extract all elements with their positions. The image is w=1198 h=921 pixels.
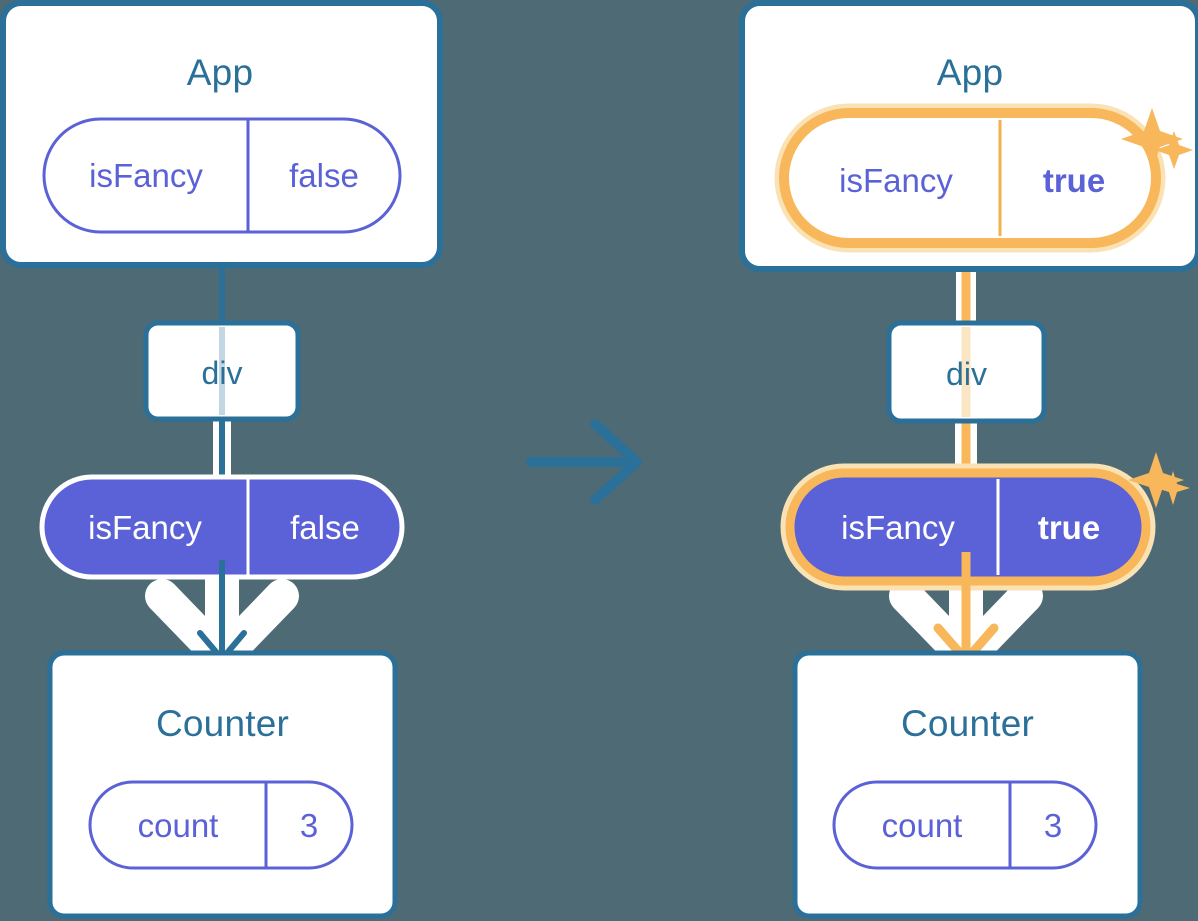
panel-after (739, 0, 1198, 919)
counter-state-pill-right (832, 780, 1098, 870)
sparkle-large-icon (1121, 108, 1183, 170)
sparkle-small-icon (1155, 131, 1193, 169)
panel-before (0, 0, 443, 919)
app-state-pill-left (42, 117, 402, 234)
sparkle-small-icon-props (1156, 471, 1190, 505)
sparkle-large-icon-props (1128, 452, 1184, 508)
app-state-pill-ring-right (779, 108, 1161, 248)
counter-state-pill-left (88, 780, 354, 870)
transition-arrow (526, 419, 642, 505)
